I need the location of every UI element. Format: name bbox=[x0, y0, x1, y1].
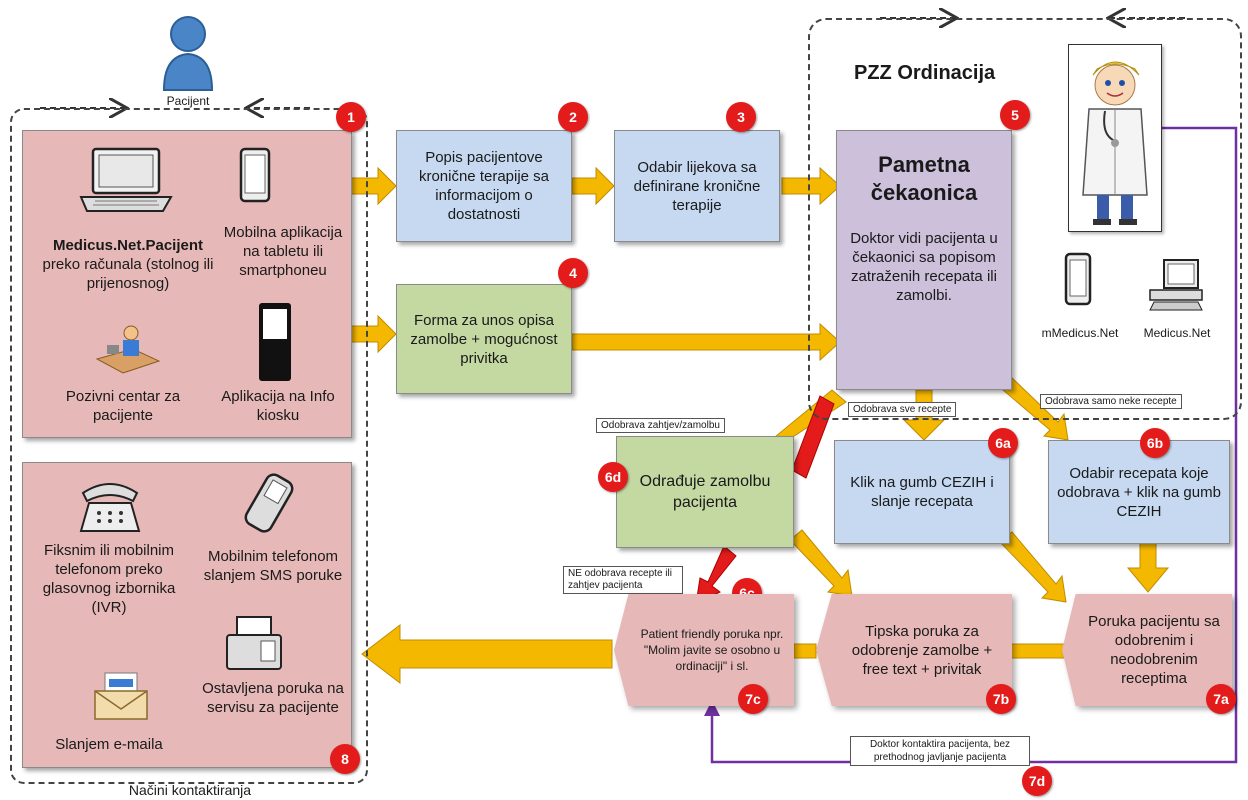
connector-7a-7b bbox=[1009, 643, 1067, 659]
box-6a-send-prescriptions: Klik na gumb CEZIH i slanje recepata bbox=[834, 440, 1010, 544]
box-6b-select-prescriptions: Odabir recepata koje odobrava + klik na … bbox=[1048, 440, 1230, 544]
arrow-2-to-3 bbox=[571, 166, 615, 206]
medicus-pacijent-name: Medicus.Net.Pacijent bbox=[52, 237, 204, 254]
smart-waiting-room-text: Doktor vidi pacijenta u čekaonici sa pop… bbox=[850, 230, 998, 304]
badge-6d: 6d bbox=[598, 462, 628, 492]
template-message-text: Tipska poruka za odobrenje zamolbe + fre… bbox=[851, 622, 993, 678]
phone-ivr-label: Fiksnim ili mobilnim telefonom preko gla… bbox=[42, 542, 176, 616]
badge-2: 2 bbox=[558, 102, 588, 132]
box-7b-template-message: Tipska poruka za odobrenje zamolbe + fre… bbox=[816, 594, 1012, 706]
medicus-pacijent-desc: preko računala (stolnog ili prijenosnog) bbox=[42, 256, 214, 292]
badge-7d: 7d bbox=[1022, 766, 1052, 796]
box-7c-friendly-message: Patient friendly poruka npr. "Molim javi… bbox=[614, 594, 794, 706]
box-3-select-drugs: Odabir lijekova sa definirane kronične t… bbox=[614, 130, 780, 242]
arrow-6b-to-7a bbox=[1126, 541, 1170, 593]
call-center-icon bbox=[93, 319, 163, 375]
voicemail-label: Ostavljena poruka na servisu za pacijent… bbox=[202, 680, 344, 716]
badge-8: 8 bbox=[330, 744, 360, 774]
label-deny: NE odobrava recepte ili zahtjev pacijent… bbox=[563, 566, 683, 594]
call-center-label: Pozivni centar za pacijente bbox=[65, 388, 181, 424]
badge-7c: 7c bbox=[738, 684, 768, 714]
arrow-7c-to-contacts bbox=[361, 623, 613, 685]
mobile-app-label: Mobilna aplikacija na tabletu ili smartp… bbox=[223, 224, 343, 279]
label-approve-all: Odobrava sve recepte bbox=[848, 402, 957, 417]
medicus-pacijent-text: Medicus.Net.Pacijent preko računala (sto… bbox=[33, 236, 223, 293]
badge-3: 3 bbox=[726, 102, 756, 132]
contact-methods-label: Načini kontaktiranja bbox=[128, 782, 252, 798]
medicus-label: Medicus.Net bbox=[1143, 326, 1211, 340]
label-approve-some: Odobrava samo neke recepte bbox=[1040, 394, 1182, 409]
box-6d-handle-request: Odrađuje zamolbu pacijenta bbox=[616, 436, 794, 548]
badge-7a: 7a bbox=[1206, 684, 1236, 714]
mobile-phone-icon bbox=[233, 471, 303, 537]
connector-7b-7c bbox=[793, 643, 817, 659]
desk-phone-icon bbox=[75, 475, 145, 535]
arrow-5-to-6b bbox=[995, 373, 1069, 441]
voicemail-machine-icon bbox=[213, 615, 293, 675]
patient-person-icon bbox=[160, 12, 216, 92]
label-doctor-contacts: Doktor kontaktira pacijenta, bez prethod… bbox=[850, 736, 1030, 766]
kiosk-label: Aplikacija na Info kiosku bbox=[221, 388, 335, 424]
box-4-request-form: Forma za unos opisa zamolbe + mogućnost … bbox=[396, 284, 572, 394]
mobile-device-icon bbox=[1058, 250, 1098, 312]
clinic-title: PZZ Ordinacija bbox=[854, 62, 996, 84]
doctor-icon bbox=[1068, 44, 1162, 232]
arrow-4-to-5 bbox=[571, 322, 841, 362]
arrow-3-to-5 bbox=[781, 166, 841, 206]
doctor-feedback-arrowhead bbox=[704, 700, 720, 716]
badge-5: 5 bbox=[1000, 100, 1030, 130]
badge-6a: 6a bbox=[988, 428, 1018, 458]
badge-7b: 7b bbox=[986, 684, 1016, 714]
laptop-icon bbox=[75, 145, 175, 215]
desktop-computer-icon bbox=[1146, 256, 1206, 314]
arrow-6d-to-7b bbox=[789, 529, 853, 597]
email-envelope-icon bbox=[91, 667, 151, 723]
badge-1: 1 bbox=[336, 102, 366, 132]
tablet-icon bbox=[233, 145, 277, 211]
friendly-message-text: Patient friendly poruka npr. "Molim javi… bbox=[640, 627, 784, 673]
patient-label: Pacijent bbox=[166, 94, 210, 108]
box-5-smart-waiting-room: Pametna čekaonica Doktor vidi pacijenta … bbox=[836, 130, 1012, 390]
patient-message-text: Poruka pacijentu sa odobrenim i neodobre… bbox=[1088, 613, 1220, 687]
smart-waiting-room-title: Pametna čekaonica bbox=[870, 152, 978, 205]
channels-top-box: Medicus.Net.Pacijent preko računala (sto… bbox=[22, 130, 352, 438]
label-approve-request: Odobrava zahtjev/zamolbu bbox=[596, 418, 725, 433]
badge-6b: 6b bbox=[1140, 428, 1170, 458]
badge-4: 4 bbox=[558, 258, 588, 288]
mmedicus-label: mMedicus.Net bbox=[1041, 326, 1119, 340]
patient-group-outline bbox=[10, 108, 368, 784]
sms-label: Mobilnim telefonom slanjem SMS poruke bbox=[203, 548, 343, 584]
box-2-therapy-list: Popis pacijentove kronične terapije sa i… bbox=[396, 130, 572, 242]
channels-bottom-box: Fiksnim ili mobilnim telefonom preko gla… bbox=[22, 462, 352, 768]
arrow-6a-to-7a bbox=[999, 531, 1067, 603]
kiosk-icon bbox=[255, 299, 295, 385]
email-label: Slanjem e-maila bbox=[55, 736, 163, 753]
doctor-feedback-line bbox=[710, 126, 1238, 764]
box-7a-patient-message: Poruka pacijentu sa odobrenim i neodobre… bbox=[1062, 594, 1232, 706]
clinic-group-outline bbox=[808, 18, 1242, 420]
